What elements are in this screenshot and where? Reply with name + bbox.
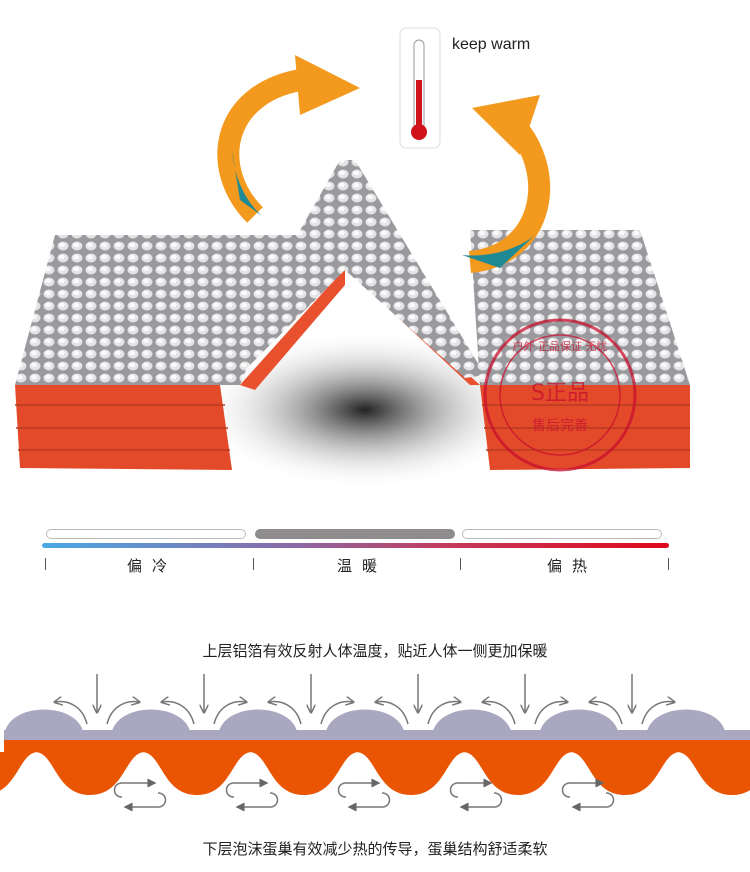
svg-text:户外 正品保证 无忧: 户外 正品保证 无忧 [513, 339, 608, 353]
scale-segment-warm-selected [255, 529, 455, 539]
authenticity-stamp: S正品 售后完善 户外 正品保证 无忧 [483, 318, 637, 472]
reflect-arrow-icon [376, 702, 409, 725]
temperature-gradient-bar [42, 543, 669, 548]
reflect-arrow-icon [55, 702, 88, 725]
keep-warm-label: keep warm [452, 36, 531, 53]
mat-folded-peak [215, 160, 485, 390]
circulation-icon [449, 782, 471, 798]
cross-section-diagram [0, 674, 750, 812]
foil-dome [218, 709, 298, 738]
reflect-arrow-icon [641, 702, 674, 725]
foam-layer-caption: 下层泡沫蛋巢有效减少热的传导，蛋巢结构舒适柔软 [202, 840, 548, 858]
heat-reflect-arrow-right [462, 95, 551, 273]
scale-label-cold: 偏冷 [126, 557, 177, 575]
foil-dome [432, 709, 512, 738]
reflect-arrow-icon [213, 702, 246, 725]
reflect-arrow-icon [483, 702, 516, 725]
foil-dome [325, 709, 405, 738]
scale-tick [45, 558, 46, 570]
foil-dome [646, 709, 726, 738]
circulation-icon [257, 792, 279, 808]
circulation-icon [593, 792, 615, 808]
foam-layer [0, 740, 750, 795]
scale-label-warm: 温暖 [336, 557, 387, 575]
thermometer-icon [399, 27, 441, 149]
reflect-arrow-icon [162, 702, 195, 725]
foil-dome [539, 709, 619, 738]
scale-segment-hot [462, 529, 662, 539]
scale-tick [668, 558, 669, 570]
foil-dome [111, 709, 191, 738]
circulation-icon [145, 792, 167, 808]
reflect-arrow-icon [534, 702, 567, 725]
reflect-arrow-icon [590, 702, 623, 725]
reflect-arrow-icon [427, 702, 460, 725]
circulation-icon [225, 782, 247, 798]
foil-dome [4, 709, 84, 738]
foil-layer-caption: 上层铝箔有效反射人体温度，贴近人体一侧更加保暖 [202, 642, 548, 660]
circulation-icon [113, 782, 135, 798]
sleeping-mat-illustration: S正品 售后完善 户外 正品保证 无忧 [15, 27, 690, 490]
circulation-icon [337, 782, 359, 798]
svg-text:S正品: S正品 [531, 381, 589, 406]
heat-reflect-arrow-left [217, 55, 360, 223]
reflect-arrow-icon [106, 702, 139, 725]
scale-tick [253, 558, 254, 570]
scale-segment-cold [46, 529, 246, 539]
mat-left-stack [15, 235, 300, 470]
circulation-icon [369, 792, 391, 808]
scale-label-hot: 偏热 [546, 557, 597, 575]
scale-tick [460, 558, 461, 570]
reflect-arrow-icon [269, 702, 302, 725]
svg-text:售后完善: 售后完善 [532, 418, 588, 434]
circulation-icon [561, 782, 583, 798]
circulation-icon [481, 792, 503, 808]
reflect-arrow-icon [320, 702, 353, 725]
